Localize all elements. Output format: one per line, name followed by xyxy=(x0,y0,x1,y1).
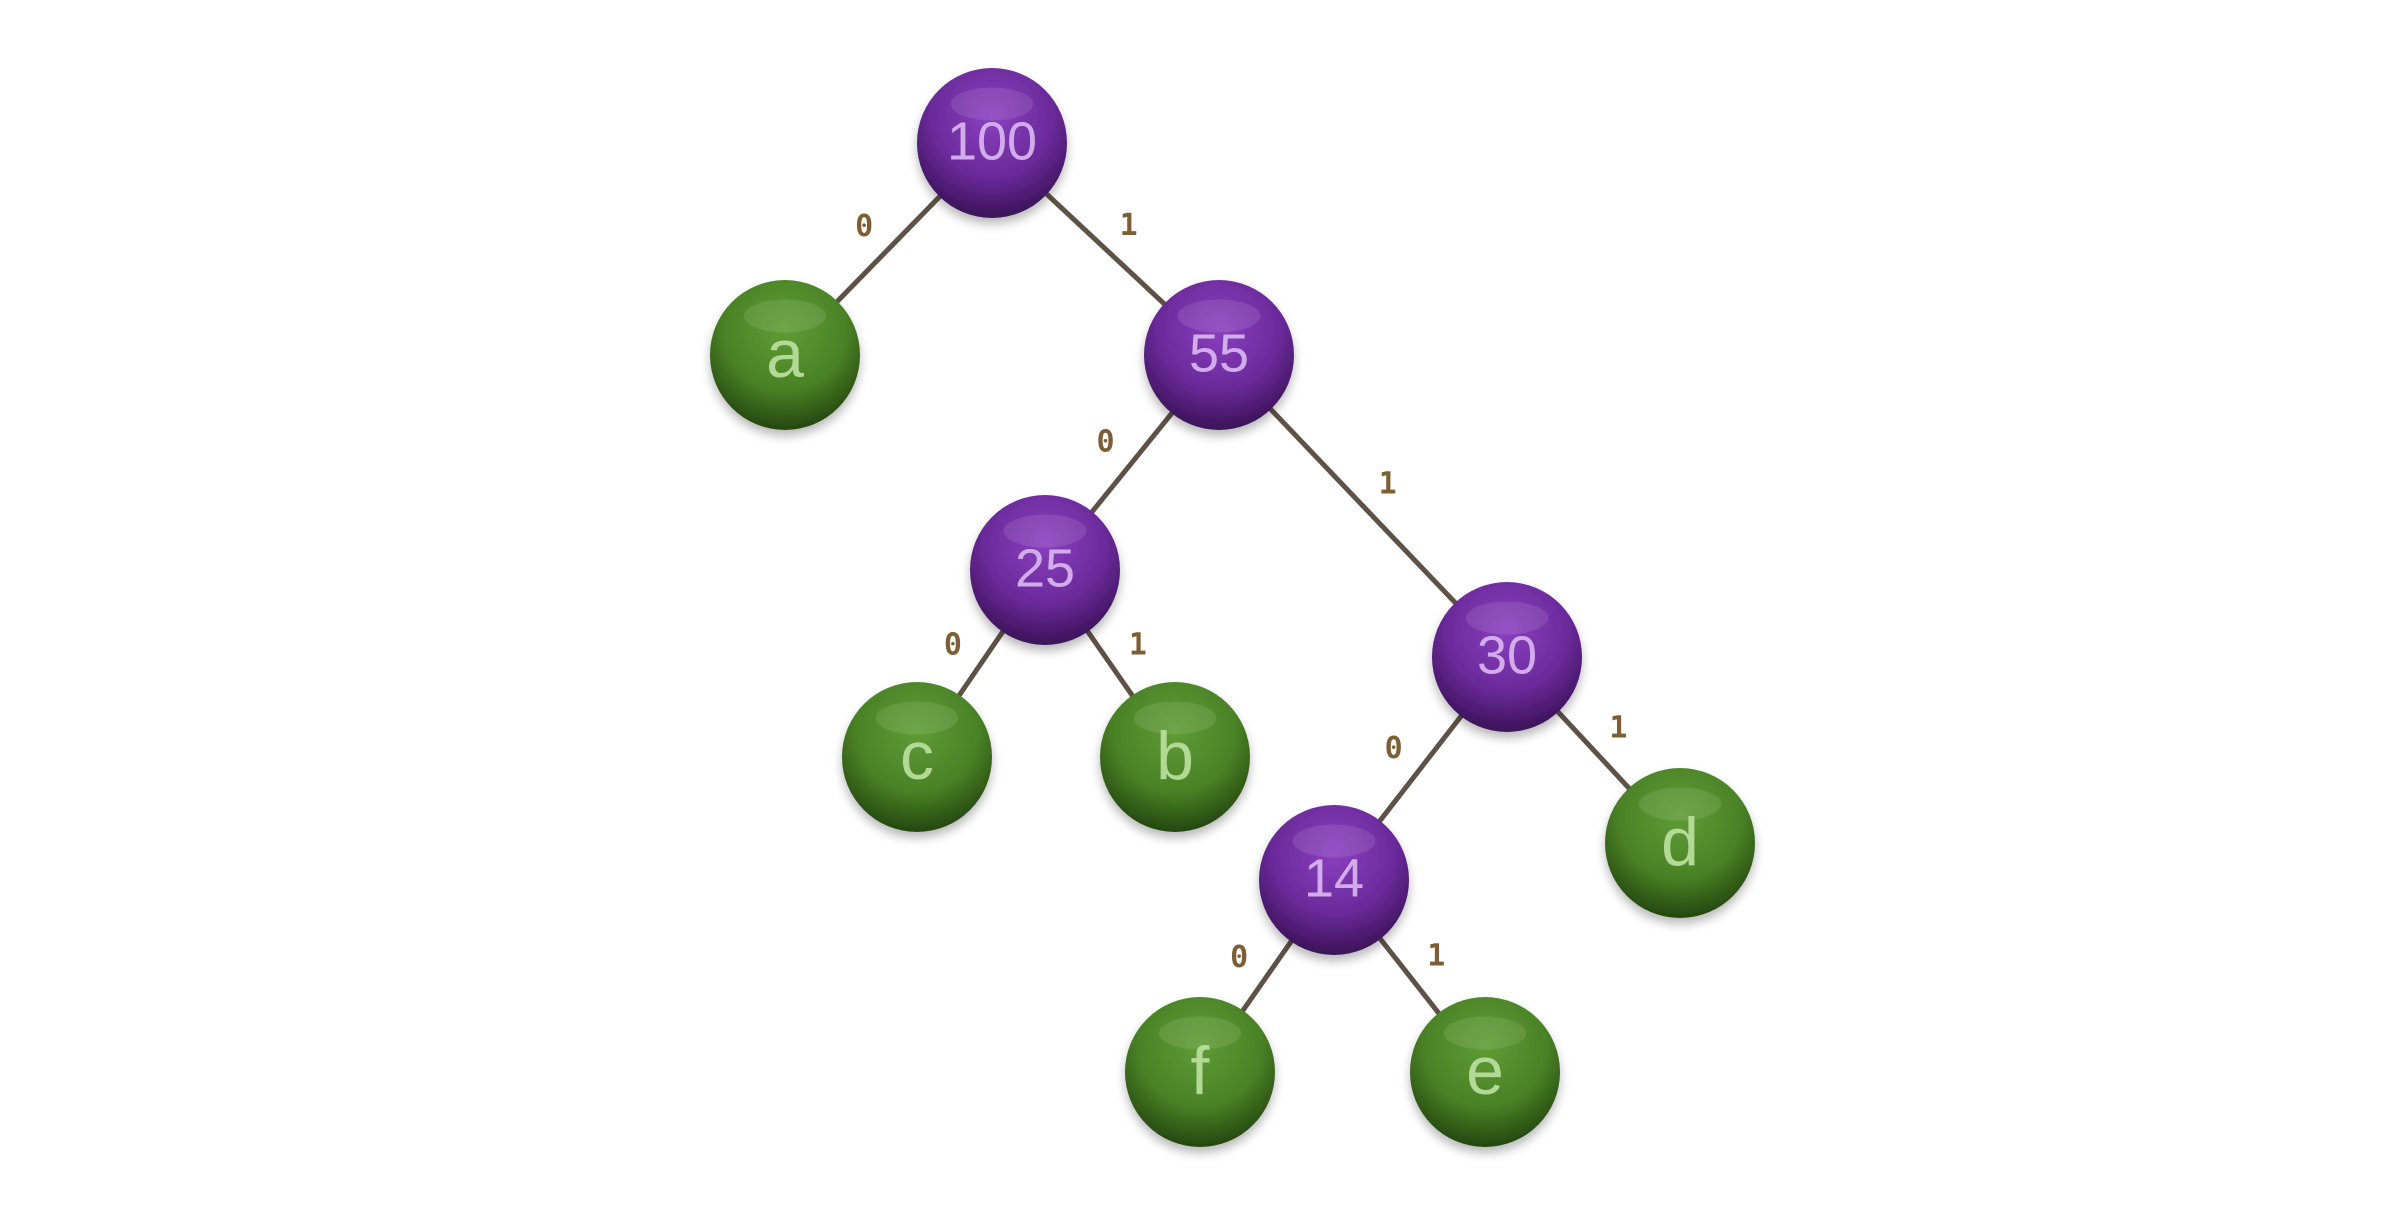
node-highlight-a xyxy=(743,299,827,333)
edge-label-n30-d: 1 xyxy=(1609,711,1627,746)
node-highlight-n55 xyxy=(1177,299,1261,333)
leaf-node-circle-a xyxy=(710,280,860,430)
internal-node-n100: 100 xyxy=(917,68,1067,218)
internal-node-label-n25: 25 xyxy=(1015,538,1075,598)
node-highlight-n30 xyxy=(1465,601,1549,635)
leaf-node-label-a: a xyxy=(766,316,804,392)
node-highlight-e xyxy=(1443,1016,1527,1050)
node-highlight-n14 xyxy=(1292,824,1376,858)
edge-label-n100-a: 0 xyxy=(855,209,873,244)
internal-node-circle-n55 xyxy=(1144,280,1294,430)
leaf-node-circle-b xyxy=(1100,682,1250,832)
edge-label-n55-n30: 1 xyxy=(1379,466,1397,501)
leaf-node-e: e xyxy=(1410,997,1560,1147)
edge-label-n14-f: 0 xyxy=(1230,940,1248,975)
leaf-node-d: d xyxy=(1605,768,1755,918)
internal-node-circle-n100 xyxy=(917,68,1067,218)
leaf-node-circle-c xyxy=(842,682,992,832)
node-highlight-d xyxy=(1638,787,1722,821)
internal-node-label-n100: 100 xyxy=(947,111,1037,171)
leaf-node-label-f: f xyxy=(1191,1033,1210,1109)
edge-label-n100-n55: 1 xyxy=(1120,208,1138,243)
leaf-node-circle-f xyxy=(1125,997,1275,1147)
leaf-node-label-d: d xyxy=(1661,804,1699,880)
leaf-node-a: a xyxy=(710,280,860,430)
leaf-node-label-b: b xyxy=(1156,718,1194,794)
edge-label-n30-n14: 0 xyxy=(1385,731,1403,766)
leaf-node-circle-e xyxy=(1410,997,1560,1147)
leaf-node-circle-d xyxy=(1605,768,1755,918)
edge-label-n25-b: 1 xyxy=(1129,628,1147,663)
internal-node-circle-n25 xyxy=(970,495,1120,645)
leaf-node-label-e: e xyxy=(1466,1033,1504,1109)
leaf-node-b: b xyxy=(1100,682,1250,832)
node-highlight-c xyxy=(875,701,959,735)
node-highlight-b xyxy=(1133,701,1217,735)
internal-node-circle-n14 xyxy=(1259,805,1409,955)
leaf-node-f: f xyxy=(1125,997,1275,1147)
internal-node-n14: 14 xyxy=(1259,805,1409,955)
leaf-node-c: c xyxy=(842,682,992,832)
edge-label-n25-c: 0 xyxy=(944,628,962,663)
node-highlight-f xyxy=(1158,1016,1242,1050)
leaf-node-label-c: c xyxy=(900,718,934,794)
node-highlight-n25 xyxy=(1003,514,1087,548)
edge-label-n14-e: 1 xyxy=(1427,939,1445,974)
edge-label-n55-n25: 0 xyxy=(1097,425,1115,460)
internal-node-circle-n30 xyxy=(1432,582,1582,732)
internal-node-n30: 30 xyxy=(1432,582,1582,732)
internal-node-n55: 55 xyxy=(1144,280,1294,430)
internal-node-label-n14: 14 xyxy=(1304,848,1364,908)
internal-node-label-n30: 30 xyxy=(1477,625,1537,685)
internal-node-label-n55: 55 xyxy=(1189,323,1249,383)
internal-node-n25: 25 xyxy=(970,495,1120,645)
node-highlight-n100 xyxy=(950,87,1034,121)
